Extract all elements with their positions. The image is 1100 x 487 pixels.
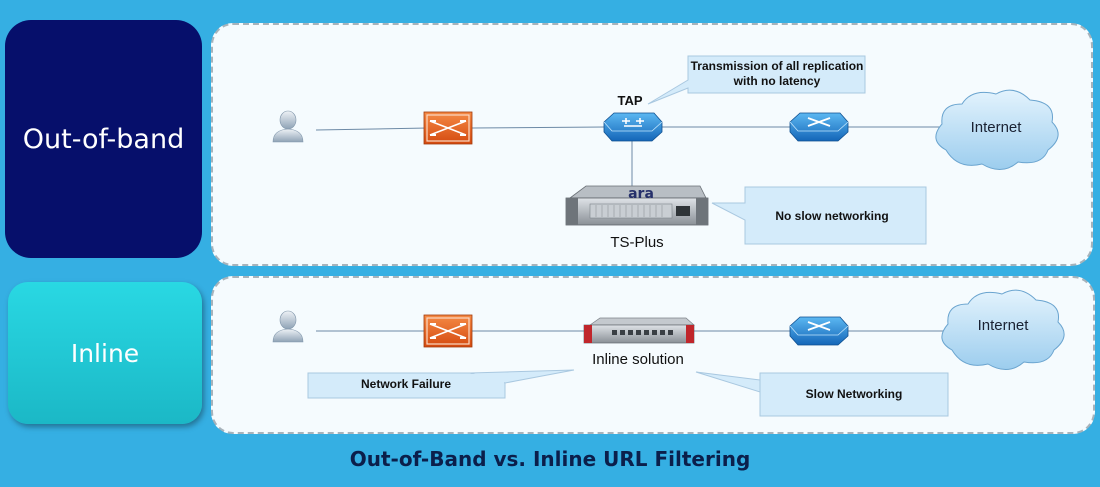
callout-top: Transmission of all replication with no …: [647, 55, 866, 105]
inline-user-icon: [272, 310, 304, 343]
callout-right-oob: No slow networking: [711, 186, 927, 245]
tap-switch-icon: [603, 112, 663, 142]
oob-firewall-icon: [423, 111, 473, 145]
inline-appliance-icon: [583, 317, 695, 344]
tap-label: TAP: [617, 93, 642, 108]
callout-right-inline-text: Slow Networking: [806, 387, 903, 401]
server-appliance-icon: ara: [565, 185, 709, 226]
server-label: TS-Plus: [610, 234, 663, 251]
callout-top-line2: with no latency: [733, 74, 821, 88]
server-brand: ara: [628, 186, 654, 202]
inline-label: Inline: [8, 282, 202, 424]
callout-top-line1: Transmission of all replication: [691, 59, 864, 73]
out-of-band-label-text: Out-of-band: [22, 123, 185, 155]
oob-cloud-label: Internet: [971, 119, 1023, 136]
inline-cloud-icon: Internet: [941, 289, 1065, 370]
inline-firewall-icon: [423, 314, 473, 348]
callout-left-inline: Network Failure: [307, 369, 575, 399]
oob-router-icon: [789, 112, 849, 142]
callout-right-oob-text: No slow networking: [775, 209, 888, 223]
callout-left-inline-text: Network Failure: [361, 377, 451, 391]
oob-user-icon: [272, 110, 304, 143]
diagram-caption: Out-of-Band vs. Inline URL Filtering: [349, 447, 751, 471]
oob-links: [315, 126, 940, 186]
out-of-band-label: Out-of-band: [5, 20, 202, 258]
inline-cloud-label: Internet: [978, 317, 1030, 334]
oob-cloud-icon: Internet: [935, 89, 1059, 170]
callout-right-inline: Slow Networking: [695, 371, 949, 417]
inline-device-label: Inline solution: [592, 351, 684, 368]
inline-label-text: Inline: [70, 338, 140, 368]
inline-router-icon: [789, 316, 849, 346]
